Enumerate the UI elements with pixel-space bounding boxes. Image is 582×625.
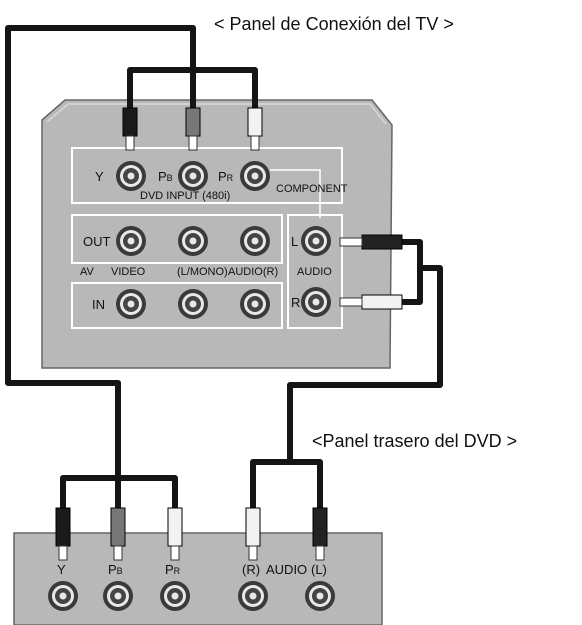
- plug-dvd-y: [55, 507, 71, 561]
- label-pr: PR: [218, 169, 234, 184]
- dvd-jack-pr: [160, 581, 190, 611]
- tv-jack-audio-r: [301, 287, 331, 317]
- plug-tv-pb: [185, 107, 201, 151]
- dvd-label-r: (R): [242, 562, 260, 577]
- plug-dvd-pr: [167, 507, 183, 561]
- tv-jack-pb: [178, 161, 208, 191]
- tv-jack-in-l: [178, 289, 208, 319]
- plug-tv-pr: [247, 107, 263, 151]
- dvd-label-pr: PR: [165, 562, 181, 577]
- tv-jack-audio-l: [301, 226, 331, 256]
- dvd-label-l: (L): [311, 562, 327, 577]
- av-out-box: [71, 214, 283, 264]
- dvd-label-y: Y: [57, 562, 66, 577]
- tv-jack-y: [116, 161, 146, 191]
- label-audio: AUDIO: [297, 266, 332, 278]
- label-video: VIDEO: [111, 266, 146, 278]
- tv-panel-title: < Panel de Conexión del TV >: [214, 14, 454, 34]
- label-lmono: (L/MONO): [177, 266, 228, 278]
- label-in: IN: [92, 297, 105, 312]
- label-component: COMPONENT: [276, 183, 348, 195]
- cable-group: [5, 25, 443, 520]
- label-r: R: [291, 295, 300, 310]
- tv-jack-out-video: [116, 226, 146, 256]
- label-pb: PB: [158, 169, 173, 184]
- label-dvd-input: DVD INPUT (480i): [140, 190, 230, 202]
- dvd-label-audio: AUDIO: [266, 562, 307, 577]
- label-av: AV: [80, 266, 95, 278]
- tv-jack-pr: [240, 161, 270, 191]
- label-l: L: [291, 234, 298, 249]
- dvd-jack-pb: [103, 581, 133, 611]
- tv-jack-in-r: [240, 289, 270, 319]
- label-audio-r: AUDIO(R): [228, 266, 278, 278]
- dvd-panel: [13, 532, 383, 625]
- tv-jack-out-l: [178, 226, 208, 256]
- plug-dvd-audio-r: [245, 507, 261, 561]
- plug-tv-audio-l: [339, 234, 403, 250]
- dvd-jack-y: [48, 581, 78, 611]
- label-y: Y: [95, 169, 104, 184]
- plug-dvd-audio-l: [312, 507, 328, 561]
- av-in-box: [71, 282, 283, 329]
- label-out: OUT: [83, 234, 111, 249]
- plug-tv-audio-r: [339, 294, 403, 310]
- dvd-jack-audio-r: [238, 581, 268, 611]
- dvd-panel-title: <Panel trasero del DVD >: [312, 431, 517, 451]
- component-box: [71, 147, 343, 204]
- tv-jack-out-r: [240, 226, 270, 256]
- plug-tv-y: [122, 107, 138, 151]
- cable-pb: [5, 25, 196, 520]
- dvd-label-pb: PB: [108, 562, 123, 577]
- audio-box: [287, 214, 343, 329]
- tv-jack-in-video: [116, 289, 146, 319]
- dvd-jack-audio-l: [305, 581, 335, 611]
- plug-dvd-pb: [110, 507, 126, 561]
- cable-audio: [250, 239, 443, 520]
